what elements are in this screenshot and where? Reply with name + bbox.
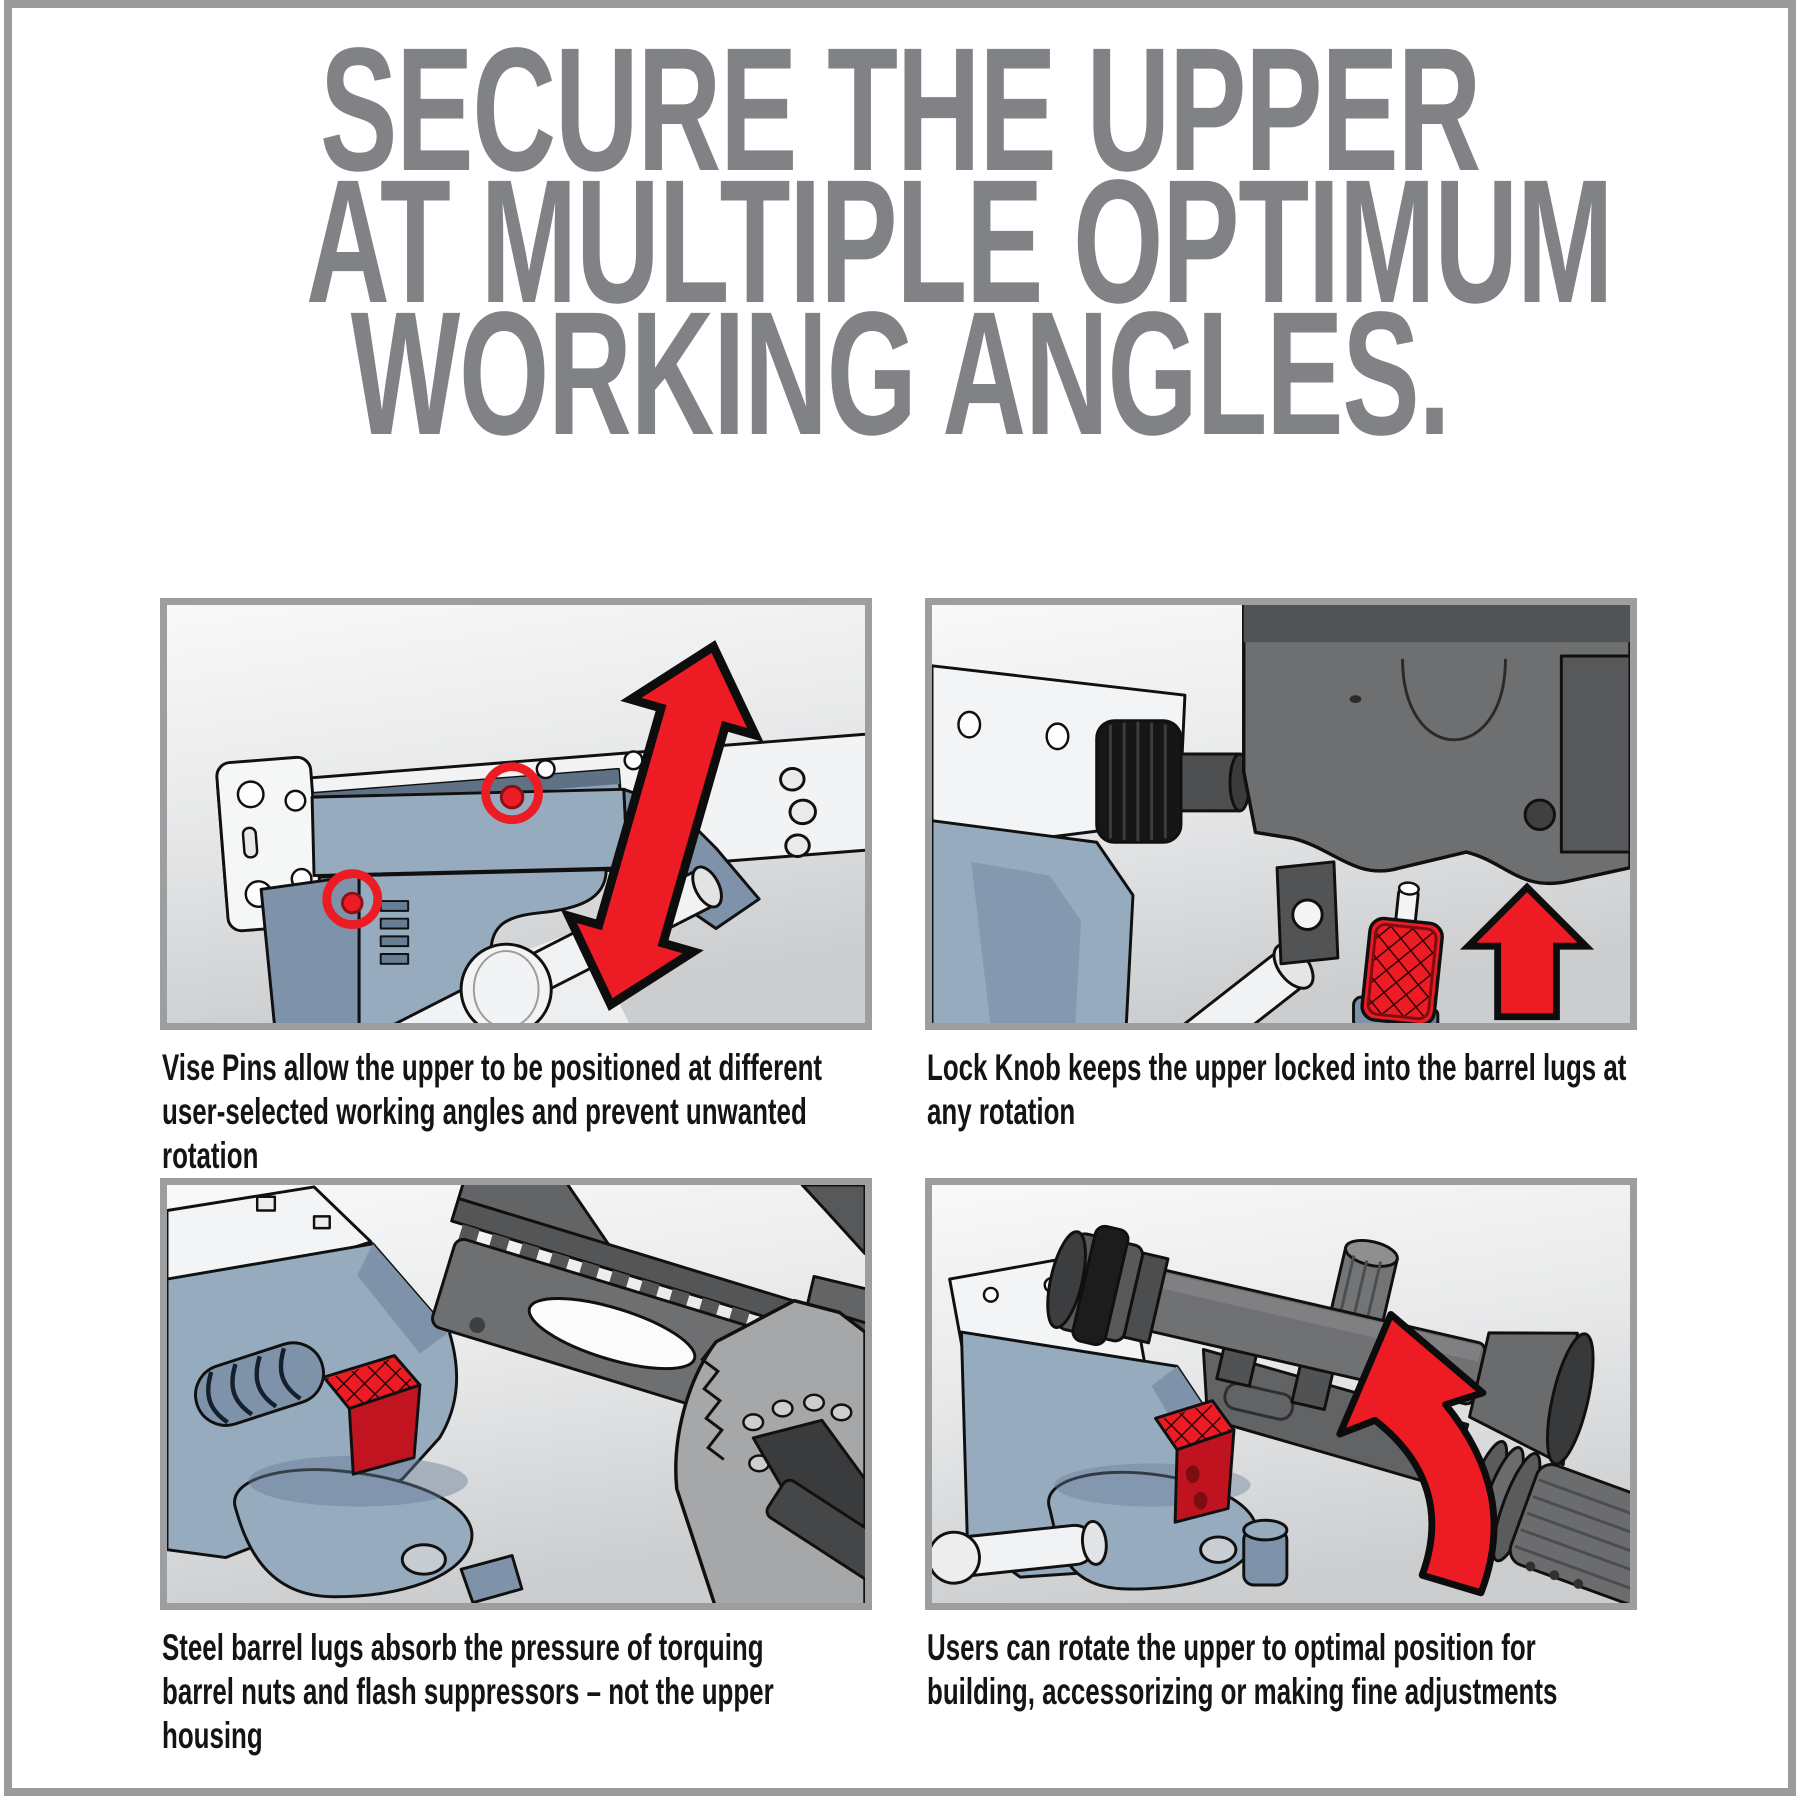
- rotation-illustration: [932, 1185, 1630, 1603]
- caption-line: building, accessorizing or making fine a…: [927, 1671, 1558, 1712]
- pin-highlight-circle-icon: [322, 762, 543, 929]
- panel-lock-knob: [925, 598, 1637, 1030]
- barrel-lugs-illustration: [167, 1185, 865, 1603]
- caption-line: rotation: [162, 1135, 259, 1176]
- up-down-arrow-icon: [560, 640, 764, 1012]
- bench-vise: [932, 1330, 1289, 1591]
- bench-vise: [167, 1242, 524, 1603]
- red-lock-knob: [1360, 881, 1444, 1023]
- red-barrel-lug: [322, 1354, 422, 1476]
- scope-strap: [1071, 1224, 1130, 1347]
- vise-pins-illustration: [167, 605, 865, 1023]
- caption-line: Vise Pins allow the upper to be position…: [162, 1047, 823, 1088]
- caption-vise-pins: Vise Pins allow the upper to be position…: [162, 1046, 883, 1178]
- plate-pin: [255, 1195, 277, 1212]
- rotate-arrow-icon: [1336, 1310, 1498, 1597]
- caption-line: Steel barrel lugs absorb the pressure of…: [162, 1627, 764, 1668]
- plate-hole: [957, 710, 982, 739]
- page-title-line2: AT MULTIPLE OPTIMUM: [306, 144, 1614, 340]
- bench-vise: [932, 819, 1440, 1023]
- armorers-wrench: [674, 1298, 865, 1603]
- vise-spring: [194, 1341, 325, 1427]
- caption-line: barrel nuts and flash suppressors – not …: [162, 1671, 774, 1712]
- up-arrow-icon: [1459, 882, 1595, 1021]
- plate-hole: [982, 1286, 999, 1303]
- caption-line: any rotation: [927, 1091, 1076, 1132]
- caption-line: Users can rotate the upper to optimal po…: [927, 1627, 1536, 1668]
- panel-barrel-lugs: [160, 1178, 872, 1610]
- caption-line: Lock Knob keeps the upper locked into th…: [927, 1047, 1627, 1088]
- caption-barrel-lugs: Steel barrel lugs absorb the pressure of…: [162, 1626, 883, 1758]
- vise-handle: [932, 1519, 1108, 1585]
- caption-line: housing: [162, 1715, 263, 1756]
- upper-receiver: [1242, 605, 1630, 966]
- lock-knob-illustration: [932, 605, 1630, 1023]
- page-title-line3: WORKING ANGLES.: [350, 276, 1451, 472]
- red-barrel-lug: [1154, 1399, 1236, 1524]
- plate-pin: [312, 1215, 331, 1230]
- panel-rotation: [925, 1178, 1637, 1610]
- caption-rotation: Users can rotate the upper to optimal po…: [927, 1626, 1648, 1714]
- page-title: SECURE THE UPPER AT MULTIPLE OPTIMUM WOR…: [0, 12, 1800, 472]
- plate-hole: [1045, 722, 1070, 751]
- stock-fragment: [800, 1185, 865, 1256]
- panel-vise-pins: [160, 598, 872, 1030]
- caption-lock-knob: Lock Knob keeps the upper locked into th…: [927, 1046, 1648, 1134]
- page-title-line1: SECURE THE UPPER: [319, 12, 1481, 208]
- caption-line: user-selected working angles and prevent…: [162, 1091, 807, 1132]
